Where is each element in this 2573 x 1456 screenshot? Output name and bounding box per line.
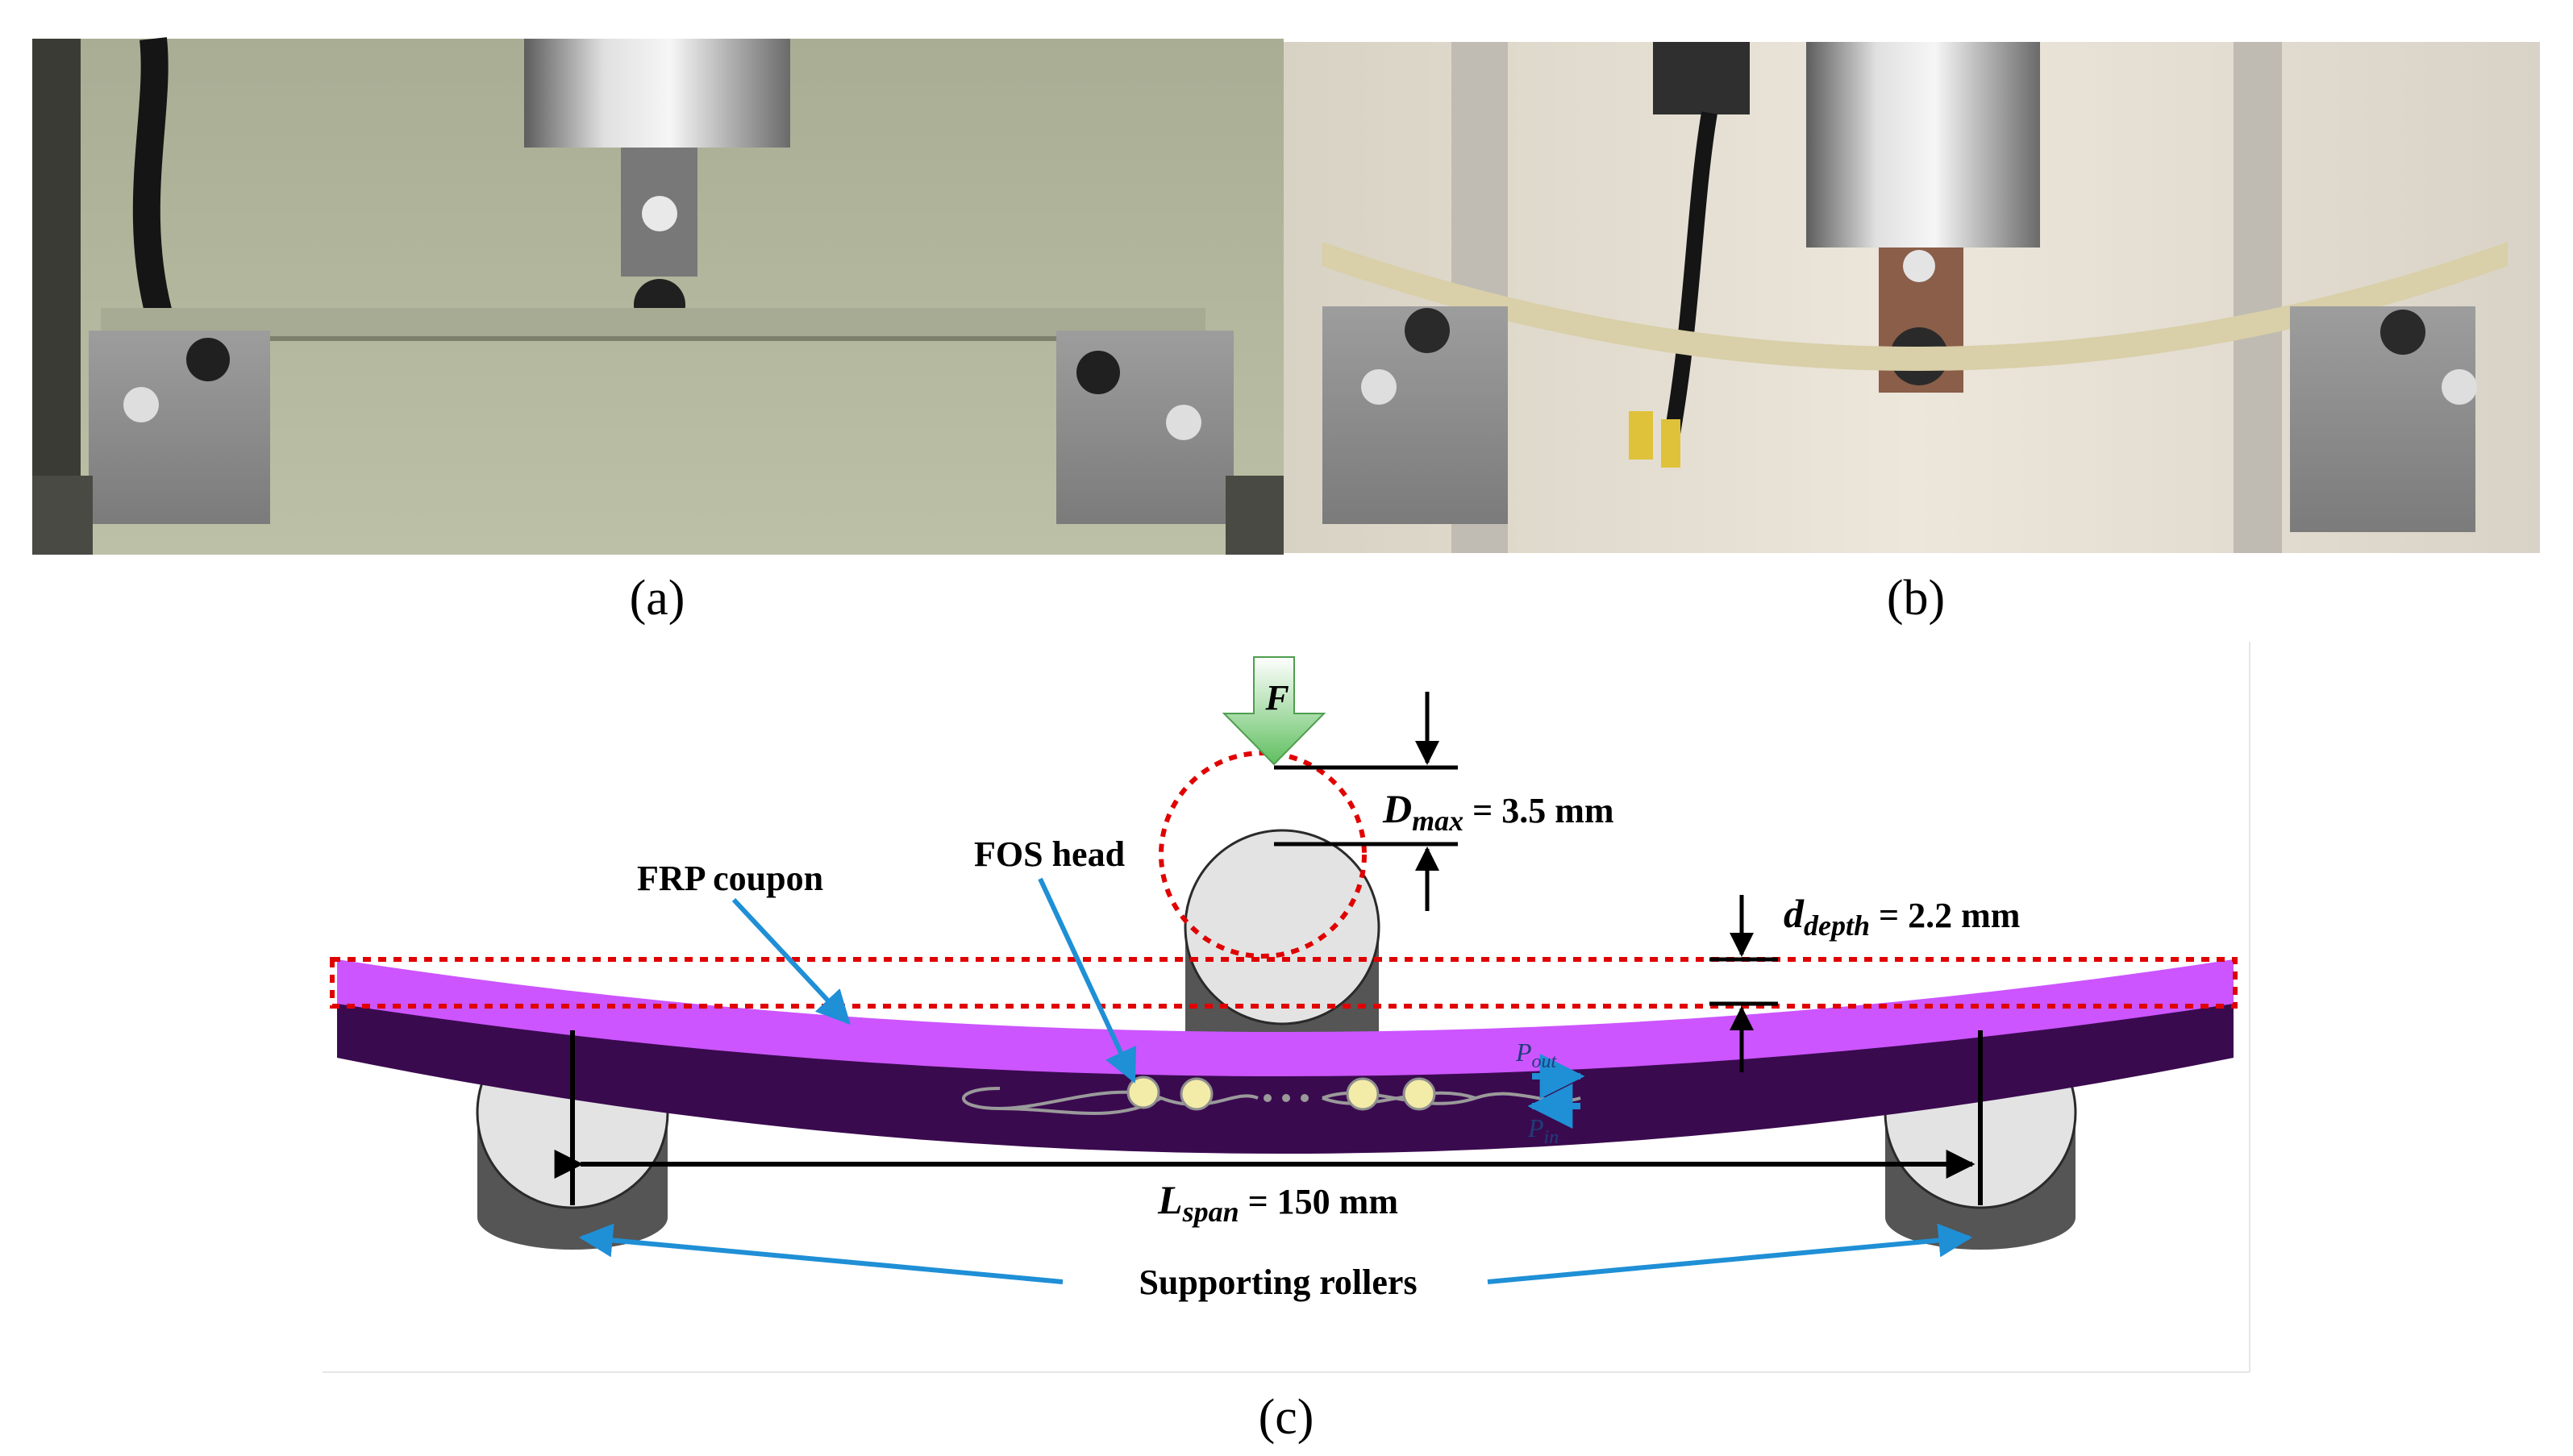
lspan-label: Lspan = 150 mm xyxy=(1157,1177,1398,1228)
frp-coupon-label: FRP coupon xyxy=(637,859,823,898)
dmax-subscript: max xyxy=(1412,805,1463,837)
dmax-label: Dmax = 3.5 mm xyxy=(1382,786,1614,837)
pout-label: Pout xyxy=(1515,1038,1558,1072)
photo-b xyxy=(1284,42,2540,553)
loading-roller xyxy=(1184,829,1380,1063)
panel-label-a: (a) xyxy=(630,571,685,626)
rollers-left-pointer-icon xyxy=(578,1223,1064,1284)
photo-a xyxy=(32,37,1284,555)
dmax-value: = 3.5 mm xyxy=(1463,791,1613,830)
fos-sensor xyxy=(962,1075,1581,1115)
pout-subscript: out xyxy=(1532,1051,1558,1072)
pin-subscript: in xyxy=(1544,1127,1559,1148)
ddepth-subscript: depth xyxy=(1804,909,1870,942)
pin-symbol: P xyxy=(1527,1113,1544,1142)
pin-label: Pin xyxy=(1527,1113,1559,1148)
ddepth-symbol: d xyxy=(1784,891,1805,936)
force-label: F xyxy=(1264,678,1289,718)
dmax-symbol: D xyxy=(1382,786,1412,831)
supporting-rollers-label: Supporting rollers xyxy=(1139,1263,1417,1302)
panel-label-b: (b) xyxy=(1887,571,1945,626)
force-arrow-icon xyxy=(1222,656,1326,766)
frp-coupon-top-layer xyxy=(337,959,2234,1076)
lspan-symbol: L xyxy=(1157,1177,1183,1222)
fos-head-label: FOS head xyxy=(974,834,1125,874)
panel-label-c: (c) xyxy=(1259,1390,1314,1445)
lspan-value: = 150 mm xyxy=(1239,1182,1398,1221)
frp-pointer-arrow-icon xyxy=(731,897,851,1025)
lspan-subscript: span xyxy=(1182,1196,1239,1228)
ddepth-value: = 2.2 mm xyxy=(1870,896,2020,935)
fos-pointer-arrow-icon xyxy=(1038,877,1137,1084)
original-coupon-outline xyxy=(330,957,2238,1009)
ddepth-label: ddepth = 2.2 mm xyxy=(1784,891,2020,942)
frp-coupon-bottom-layer xyxy=(337,967,2234,1154)
rollers-right-pointer-icon xyxy=(1487,1223,1973,1284)
schematic-c: F Dmax = 3.5 mm ddepth = 2.2 mm xyxy=(323,642,2250,1373)
pout-symbol: P xyxy=(1515,1038,1532,1067)
